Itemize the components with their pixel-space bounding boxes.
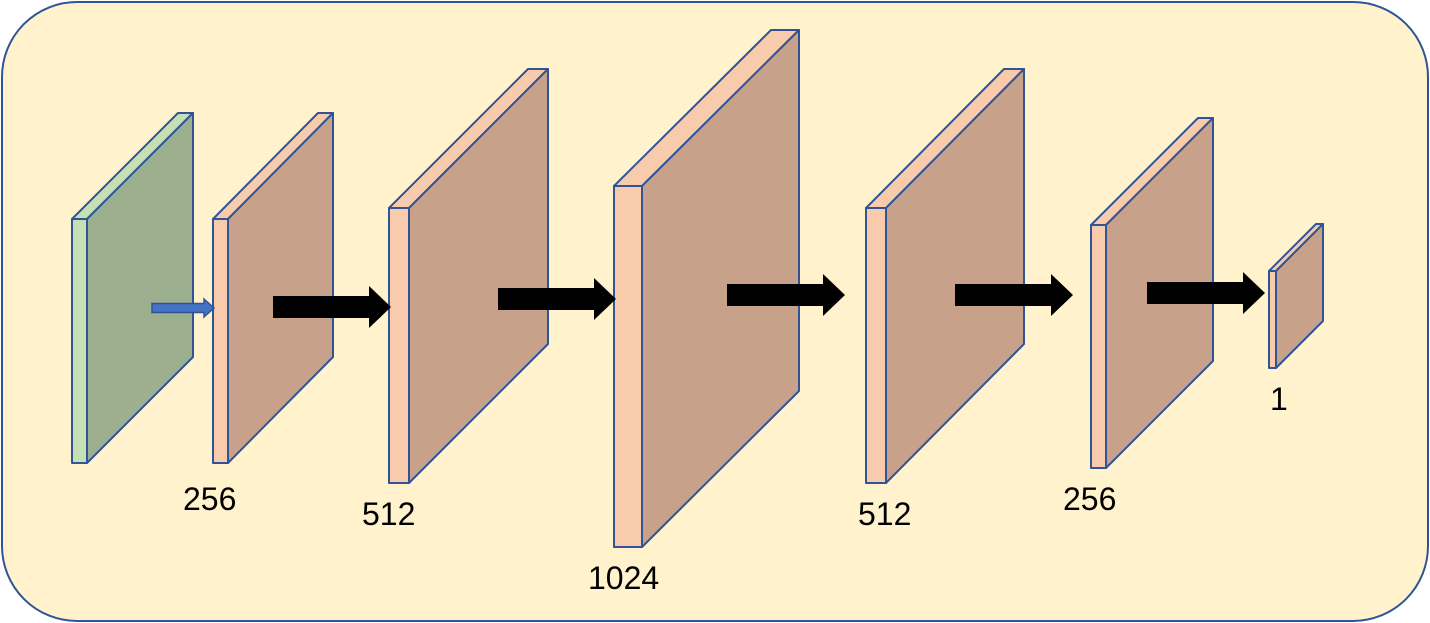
slab-front-face xyxy=(71,218,88,464)
input-layer-slab xyxy=(71,112,194,464)
small-input-arrow-icon xyxy=(151,297,216,319)
flow-arrow-icon xyxy=(955,274,1073,316)
layer-size-label: 512 xyxy=(858,496,911,532)
flow-arrow-icon xyxy=(498,278,616,320)
layer-slab xyxy=(212,112,334,464)
flow-arrow-icon xyxy=(727,274,845,316)
layer-size-label: 1024 xyxy=(588,560,659,596)
slab-front-face xyxy=(388,207,410,484)
flow-arrow-icon xyxy=(273,286,391,328)
slab-front-face xyxy=(865,207,887,484)
flow-arrow-icon xyxy=(1147,272,1265,314)
layer-slab xyxy=(865,68,1025,484)
slab-front-face xyxy=(613,185,643,548)
layer-size-label: 512 xyxy=(362,496,415,532)
slab-front-face xyxy=(1268,270,1277,369)
layer-slab xyxy=(1268,223,1324,369)
slab-front-face xyxy=(1090,224,1107,469)
layer-size-label: 256 xyxy=(183,481,236,517)
layer-slab xyxy=(613,29,800,548)
layer-slab xyxy=(388,68,549,484)
layer-size-label: 1 xyxy=(1270,381,1288,417)
layer-size-label: 256 xyxy=(1063,481,1116,517)
slab-front-face xyxy=(212,218,229,464)
